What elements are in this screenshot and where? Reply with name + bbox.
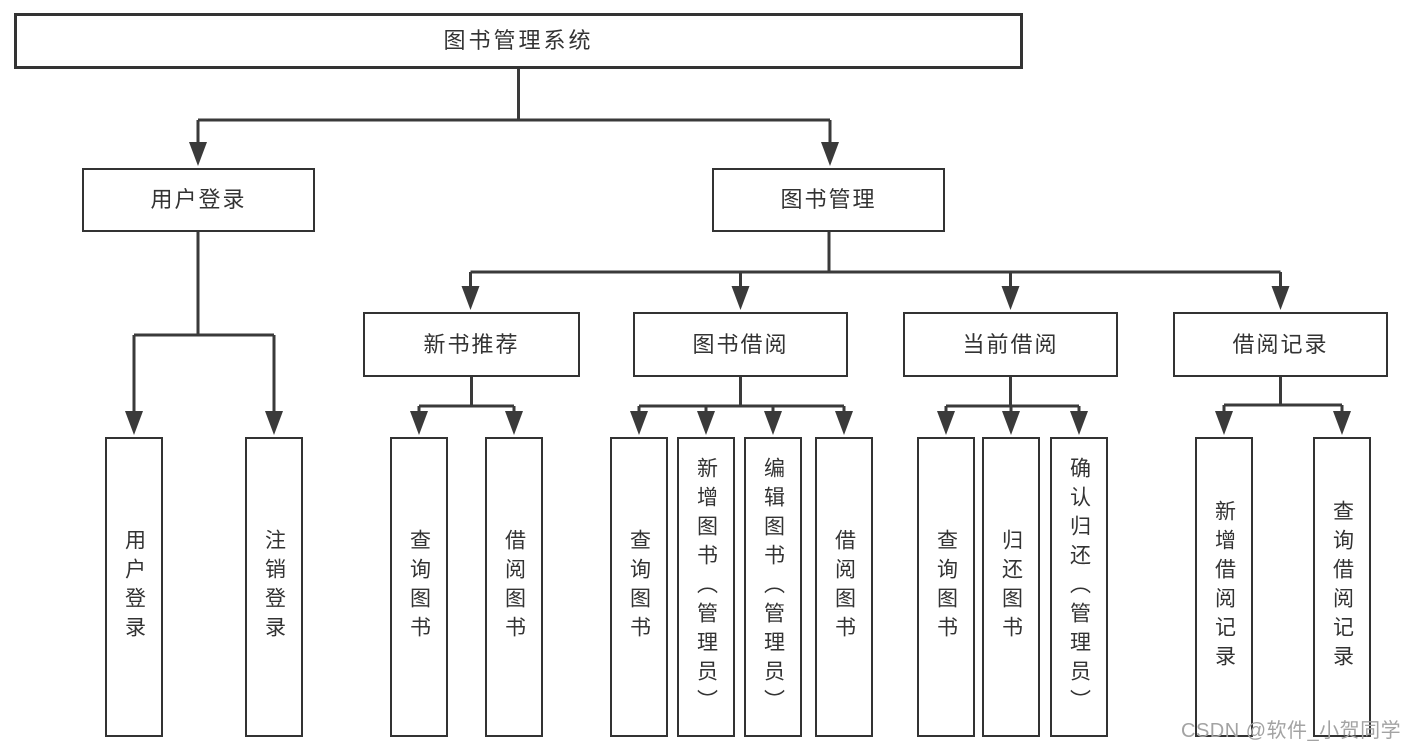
- node-book-borrow: 图书借阅: [633, 312, 848, 377]
- leaf-borrow-edit-admin: 编辑图书（管理员）: [744, 437, 802, 737]
- connector-root-to-level2: [196, 69, 832, 148]
- leaf-newbooks-borrow: 借阅图书: [485, 437, 543, 737]
- connector-new-books-to-leaves: [417, 377, 516, 417]
- node-user-login: 用户登录: [82, 168, 315, 232]
- leaf-records-add: 新增借阅记录: [1195, 437, 1253, 737]
- connector-book-mgmt-to-level3: [469, 232, 1282, 292]
- connector-user-login-to-leaves: [132, 232, 276, 417]
- leaf-current-return: 归还图书: [982, 437, 1040, 737]
- leaf-logout: 注销登录: [245, 437, 303, 737]
- leaf-borrow-query: 查询图书: [610, 437, 668, 737]
- arrowheads: [125, 142, 1351, 435]
- leaf-records-query: 查询借阅记录: [1313, 437, 1371, 737]
- leaf-borrow-borrow: 借阅图书: [815, 437, 873, 737]
- node-current-borrow: 当前借阅: [903, 312, 1118, 377]
- leaf-current-query: 查询图书: [917, 437, 975, 737]
- node-new-books: 新书推荐: [363, 312, 580, 377]
- node-borrow-records: 借阅记录: [1173, 312, 1388, 377]
- leaf-current-confirm-admin: 确认归还（管理员）: [1050, 437, 1108, 737]
- leaf-user-login: 用户登录: [105, 437, 163, 737]
- node-book-mgmt: 图书管理: [712, 168, 945, 232]
- node-root: 图书管理系统: [14, 13, 1023, 69]
- connector-book-borrow-to-leaves: [637, 377, 846, 417]
- csdn-watermark: CSDN @软件_小贺同学: [1181, 720, 1402, 742]
- connector-borrow-records-to-leaves: [1222, 377, 1344, 417]
- leaf-borrow-add-admin: 新增图书（管理员）: [677, 437, 735, 737]
- leaf-newbooks-query: 查询图书: [390, 437, 448, 737]
